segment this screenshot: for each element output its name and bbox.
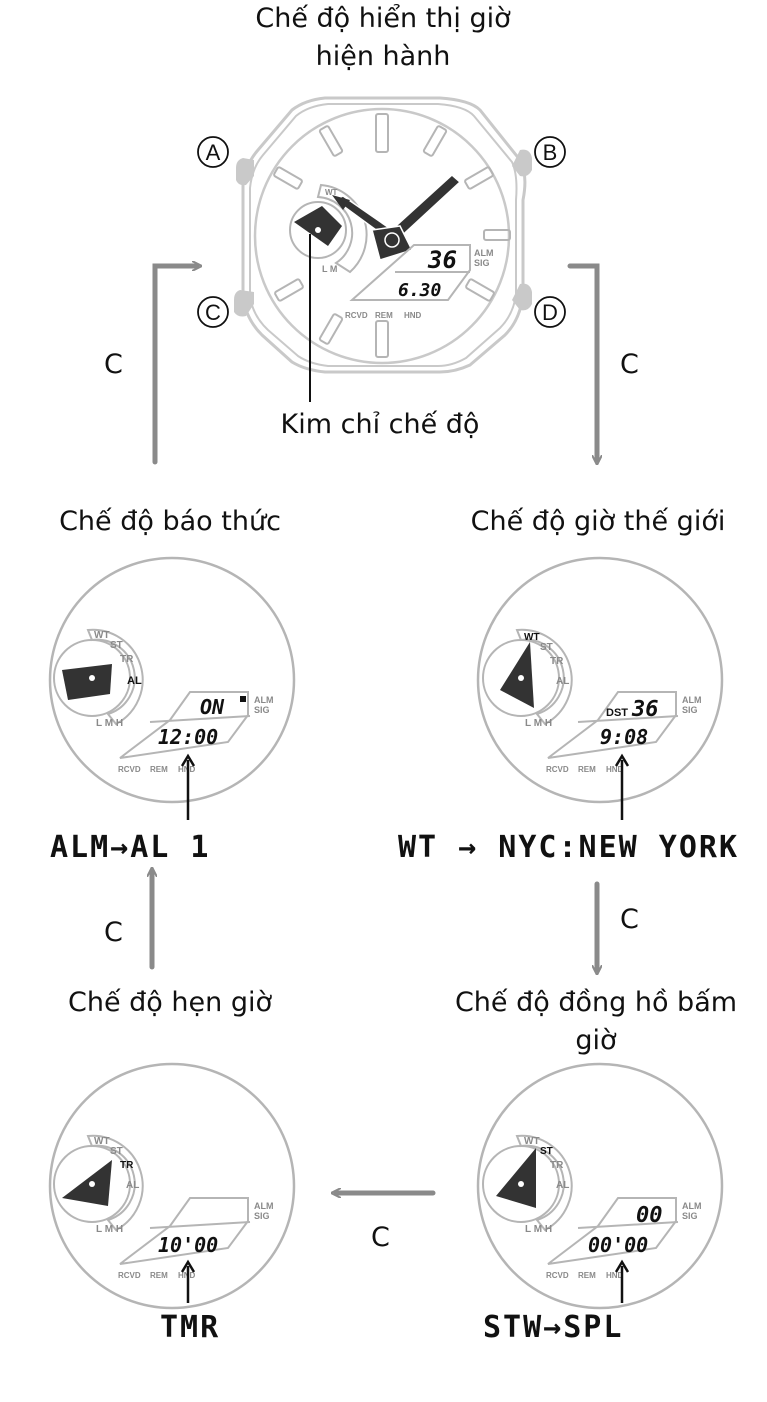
svg-text:L M H: L M H: [525, 718, 552, 729]
alarm-code: ALM→AL 1: [50, 830, 211, 865]
transition-c-bottom: C: [371, 1222, 390, 1253]
svg-text:SIG: SIG: [254, 1211, 270, 1221]
stopwatch-code: STW→SPL: [483, 1310, 624, 1345]
svg-text:36: 36: [631, 697, 659, 722]
mode-hand-shape: [294, 206, 342, 246]
svg-text:REM: REM: [150, 1271, 168, 1280]
svg-text:WT: WT: [524, 1136, 540, 1147]
svg-text:SIG: SIG: [254, 705, 270, 715]
svg-text:10'00: 10'00: [158, 1233, 218, 1257]
button-a-shape: [236, 158, 254, 186]
svg-text:9:08: 9:08: [600, 725, 648, 749]
svg-text:ALM: ALM: [254, 1201, 274, 1211]
button-d-label: D: [542, 300, 558, 325]
svg-text:00: 00: [636, 1203, 663, 1228]
button-labels: A B C D: [197, 136, 566, 328]
arrow-current-to-world: [567, 263, 597, 460]
svg-text:ON: ON: [200, 695, 225, 719]
svg-text:HND: HND: [404, 311, 422, 320]
button-b-label: B: [543, 140, 558, 165]
svg-text:L M H: L M H: [96, 718, 123, 729]
svg-text:L M H: L M H: [96, 1224, 123, 1235]
timer-mode-label: Chế độ hẹn giờ: [68, 987, 272, 1018]
svg-text:L M H: L M H: [525, 1224, 552, 1235]
svg-text:WT: WT: [524, 632, 540, 643]
svg-text:RCVD: RCVD: [118, 765, 141, 774]
button-c-shape: [234, 290, 254, 317]
svg-text:HND: HND: [606, 1271, 624, 1280]
svg-text:REM: REM: [578, 1271, 596, 1280]
timer-code: TMR: [160, 1310, 221, 1345]
alarm-mode-label: Chế độ báo thức: [59, 506, 281, 537]
transition-c-right-mid: C: [620, 904, 639, 935]
svg-text:TR: TR: [120, 654, 134, 665]
svg-text:ST: ST: [540, 642, 553, 653]
button-a-label: A: [206, 140, 221, 165]
svg-text:SIG: SIG: [682, 1211, 698, 1221]
main-seconds: 36: [427, 246, 457, 274]
svg-text:L M: L M: [322, 264, 337, 274]
svg-text:ALM: ALM: [474, 248, 494, 258]
main-watch: WT L M 36 6.30 ALM SIG RCVD REM HND: [234, 96, 532, 402]
transition-c-left-top: C: [104, 349, 123, 380]
svg-text:WT: WT: [94, 1136, 110, 1147]
svg-text:WT: WT: [94, 630, 110, 641]
arrow-alarm-to-current: [152, 266, 197, 465]
main-date: 6.30: [398, 280, 442, 301]
svg-text:REM: REM: [578, 765, 596, 774]
svg-text:AL: AL: [556, 1180, 569, 1191]
svg-text:SIG: SIG: [682, 705, 698, 715]
stopwatch-mode-label: Chế độ đồng hồ bấm giờ: [454, 987, 738, 1056]
transition-c-left-mid: C: [104, 917, 123, 948]
world-time-watch: WT ST TR AL L M H DST 36 9:08 ALM SIG RC…: [476, 556, 724, 820]
transition-c-right-top: C: [620, 349, 639, 380]
svg-text:AL: AL: [127, 675, 142, 687]
stopwatch-watch: WT ST TR AL L M H 00 00'00 ALM SIG RCVD …: [476, 1062, 724, 1310]
svg-text:ALM: ALM: [682, 1201, 702, 1211]
svg-text:ST: ST: [110, 1146, 123, 1157]
alarm-watch: WT ST TR AL L M H ON 12:00 ALM SIG RCVD …: [48, 556, 296, 820]
svg-text:REM: REM: [150, 765, 168, 774]
world-time-code: WT → NYC:NEW YORK: [398, 830, 740, 865]
svg-text:RCVD: RCVD: [546, 765, 569, 774]
svg-text:TR: TR: [550, 1160, 564, 1171]
svg-text:HND: HND: [606, 765, 624, 774]
svg-text:DST: DST: [606, 707, 628, 719]
svg-text:00'00: 00'00: [588, 1233, 648, 1257]
svg-text:RCVD: RCVD: [546, 1271, 569, 1280]
svg-text:ST: ST: [110, 640, 123, 651]
svg-text:ALM: ALM: [682, 695, 702, 705]
svg-text:WT: WT: [325, 188, 338, 197]
svg-text:REM: REM: [375, 311, 393, 320]
mode-hand-label: Kim chỉ chế độ: [280, 409, 480, 440]
svg-text:AL: AL: [126, 1180, 139, 1191]
svg-text:AL: AL: [556, 676, 569, 687]
svg-text:RCVD: RCVD: [118, 1271, 141, 1280]
button-b-shape: [512, 149, 532, 177]
button-d-shape: [512, 283, 532, 311]
button-c-label: C: [205, 300, 221, 325]
svg-text:RCVD: RCVD: [345, 311, 368, 320]
timer-watch: WT ST TR AL L M H 10'00 ALM SIG RCVD REM…: [48, 1062, 296, 1310]
world-time-mode-label: Chế độ giờ thế giới: [470, 506, 726, 537]
current-time-mode-label: Chế độ hiển thị giờ hiện hành: [255, 3, 511, 72]
svg-text:TR: TR: [120, 1160, 134, 1171]
svg-text:12:00: 12:00: [158, 725, 218, 749]
svg-text:ST: ST: [540, 1146, 553, 1157]
svg-text:TR: TR: [550, 656, 564, 667]
svg-text:ALM: ALM: [254, 695, 274, 705]
svg-text:SIG: SIG: [474, 258, 490, 268]
